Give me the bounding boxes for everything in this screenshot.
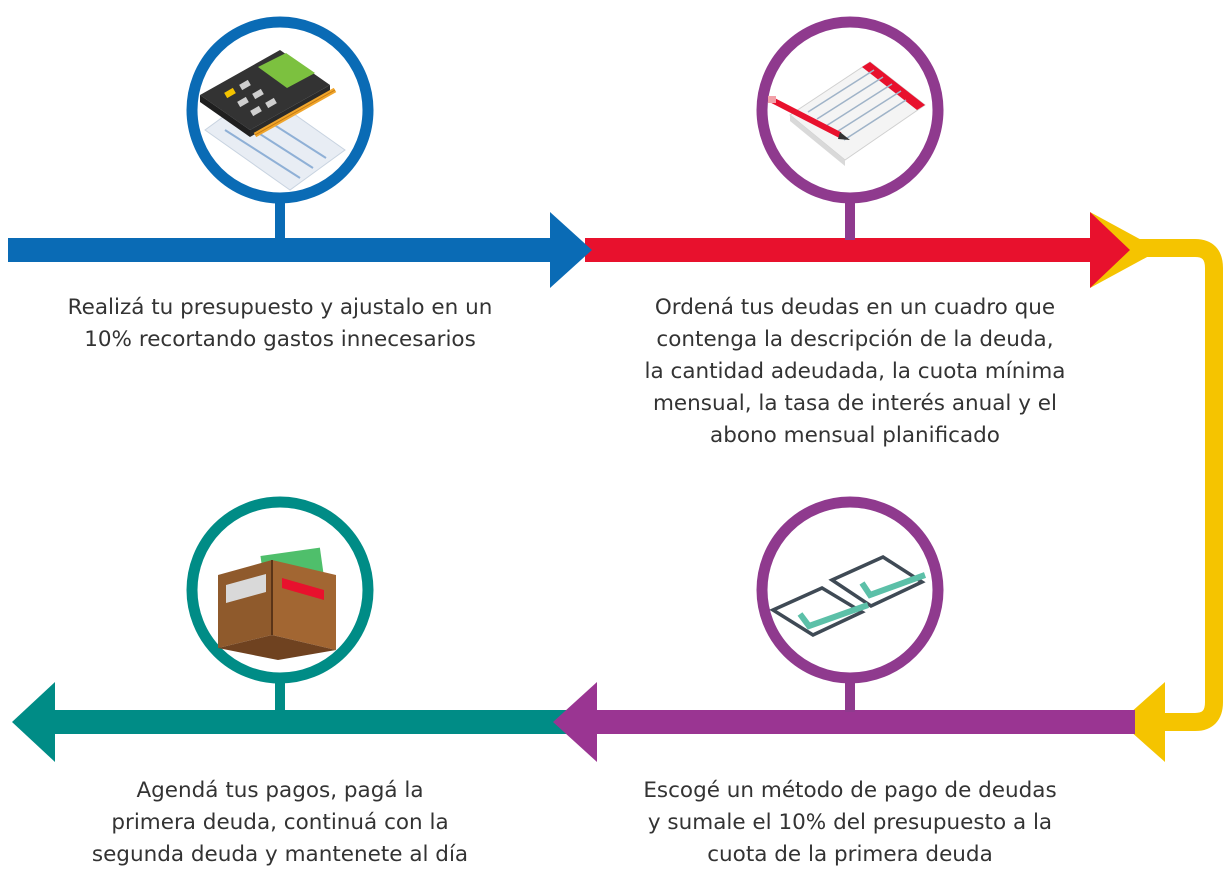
yellow-connector bbox=[1125, 239, 1223, 731]
step1-text: Realizá tu presupuesto y ajustalo en un … bbox=[67, 295, 493, 352]
step3-text: Escogé un método de pago de deudas y sum… bbox=[643, 778, 1057, 867]
checkbox-checkmarks-icon bbox=[769, 555, 927, 637]
step4-text: Agendá tus pagos, pagá la primera deuda,… bbox=[91, 778, 469, 867]
blue-arrowhead bbox=[550, 212, 592, 288]
notepad-pencil-icon bbox=[768, 61, 926, 166]
step2-text: Ordená tus deudas en un cuadro que conte… bbox=[644, 295, 1066, 448]
red-arrowhead bbox=[1090, 212, 1130, 288]
yellow-arrow-left bbox=[1120, 682, 1165, 762]
red-bar bbox=[585, 238, 1110, 262]
blue-bar bbox=[8, 238, 568, 262]
purple-bar bbox=[590, 710, 1135, 734]
wallet-icon bbox=[218, 547, 336, 660]
purple-arrowhead bbox=[553, 682, 597, 762]
teal-bar bbox=[45, 710, 570, 734]
teal-arrowhead bbox=[12, 682, 55, 762]
calculator-icon bbox=[200, 50, 346, 191]
